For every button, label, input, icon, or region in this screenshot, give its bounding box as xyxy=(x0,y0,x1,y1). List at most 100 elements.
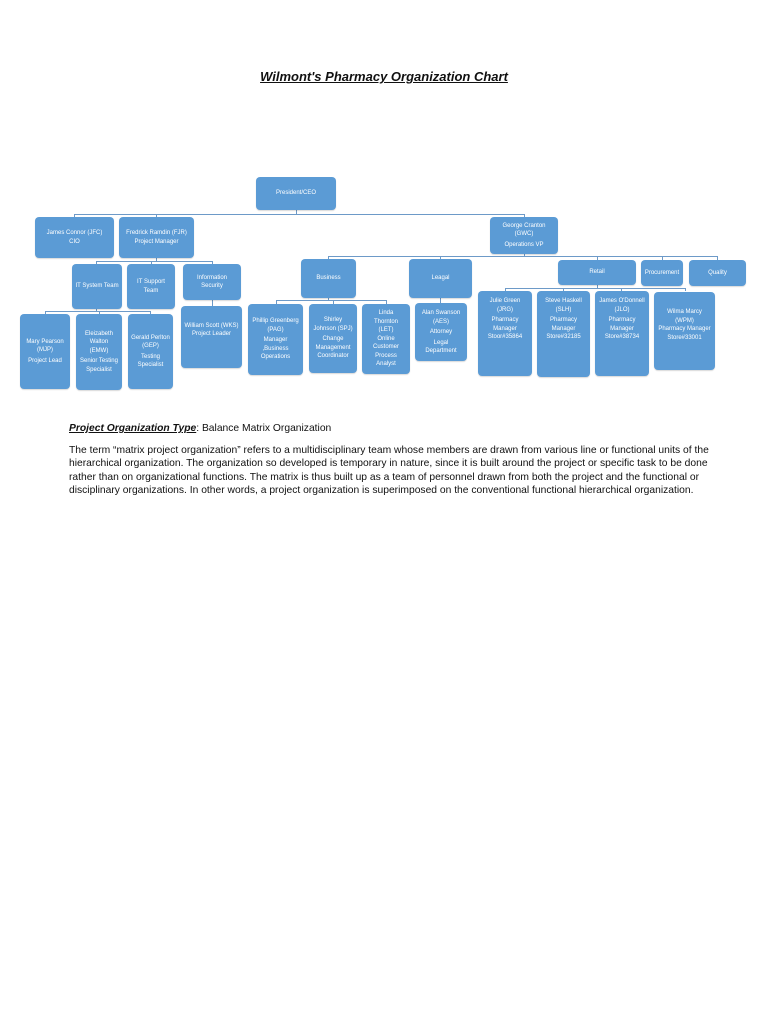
org-box-james-odonnell: James O'Donnell (JLO) Pharmacy Manager S… xyxy=(595,291,649,376)
dept-name: Procurement xyxy=(644,269,680,276)
connector xyxy=(440,298,441,303)
connector xyxy=(276,300,387,301)
person-name: Shirley Johnson (SPJ) xyxy=(313,317,353,332)
connector xyxy=(96,261,213,262)
person-role: Pharmacy Manager xyxy=(549,317,577,332)
person-role: CIO xyxy=(69,238,80,245)
org-box-gerald-perlton: Gerald Perlton (GEP) Testing Specialist xyxy=(128,314,173,389)
person-name: Mary Pearson (MJP) xyxy=(26,338,64,354)
connector xyxy=(296,210,297,215)
connector xyxy=(505,288,506,291)
ceo-title: President/CEO xyxy=(275,190,317,197)
person-role: Project Lead xyxy=(28,357,62,364)
org-box-julie-green: Julie Green (JRG) Pharmacy Manager Stoor… xyxy=(478,291,532,376)
connector xyxy=(563,288,564,291)
dept-name: Quality xyxy=(708,269,727,276)
person-role: Manager ,Business Operations xyxy=(260,337,291,361)
person-name: Fredrick Ramdin (FJR) xyxy=(126,230,187,236)
person-name: William Scott (WKS) xyxy=(184,322,239,329)
dept-name: Retail xyxy=(589,269,605,276)
person-name: Phillip Greenberg (PAG) xyxy=(252,318,299,333)
department-name: Legal Department xyxy=(425,339,457,355)
connector xyxy=(156,214,157,217)
org-box-alan-swanson: Alan Swanson (AES) Attorney Legal Depart… xyxy=(415,303,467,361)
org-box-business: Business xyxy=(301,259,356,298)
org-box-cio: James Connor (JFC) CIO xyxy=(35,217,114,258)
org-chart: President/CEO James Connor (JFC) CIO Fre… xyxy=(0,0,768,400)
person-name: Eleizabeth Walton (EMW) xyxy=(84,330,114,354)
person-role: Pharmacy Manager xyxy=(608,317,636,332)
person-role: Operations VP xyxy=(504,241,544,248)
connector xyxy=(621,288,622,291)
connector xyxy=(662,256,663,260)
team-name: Information Security xyxy=(196,274,227,290)
connector xyxy=(45,311,46,314)
connector xyxy=(685,288,686,291)
org-box-project-manager: Fredrick Ramdin (FJR) Project Manager xyxy=(119,217,194,258)
dept-name: Business xyxy=(316,275,341,282)
person-role: Project Leader xyxy=(191,331,232,337)
org-box-shirley-johnson: Shirley Johnson (SPJ) Change Management … xyxy=(309,304,357,373)
org-box-quality: Quality xyxy=(689,260,746,286)
person-role: Testing Specialist xyxy=(137,353,164,369)
connector xyxy=(328,256,718,257)
project-organization-type-label: Project Organization Type xyxy=(69,423,197,434)
project-organization-type: Project Organization Type: Balance Matri… xyxy=(69,422,709,435)
org-box-phillip-greenberg: Phillip Greenberg (PAG) Manager ,Busines… xyxy=(248,304,303,375)
org-box-procurement: Procurement xyxy=(641,260,683,286)
connector xyxy=(328,256,329,259)
person-name: Julie Green (JRG) xyxy=(489,298,521,313)
project-organization-type-value: : Balance Matrix Organization xyxy=(196,423,332,434)
org-box-operations-vp: George Cranton (GWC) Operations VP xyxy=(490,217,558,254)
person-role: Attorney xyxy=(429,329,453,335)
org-box-mary-pearson: Mary Pearson (MJP) Project Lead xyxy=(20,314,70,389)
connector xyxy=(333,300,334,304)
org-box-steve-haskell: Steve Haskell (SLH) Pharmacy Manager Sto… xyxy=(537,291,590,377)
person-role: Change Management Coordinator xyxy=(315,336,351,360)
connector xyxy=(74,214,75,217)
store-number: Store#32185 xyxy=(546,334,581,340)
store-number: Store#38734 xyxy=(604,334,640,340)
connector xyxy=(276,300,277,304)
connector xyxy=(212,261,213,264)
connector xyxy=(597,285,598,289)
connector xyxy=(328,298,329,301)
connector xyxy=(597,256,598,260)
team-name: IT System Team xyxy=(75,283,119,290)
person-name: Linda Thornton (LET) xyxy=(373,310,398,334)
document-title: Wilmont's Pharmacy Organization Chart xyxy=(260,69,508,84)
connector xyxy=(156,258,157,262)
org-box-legal: Leagal xyxy=(409,259,472,298)
connector xyxy=(45,311,151,312)
connector xyxy=(74,214,525,215)
person-name: George Cranton (GWC) xyxy=(502,222,546,238)
connector xyxy=(99,311,100,314)
connector xyxy=(151,261,152,264)
connector xyxy=(524,253,525,257)
store-number: Store#33001 xyxy=(667,334,702,341)
org-box-linda-thornton: Linda Thornton (LET) Online Customer Pro… xyxy=(362,304,410,374)
connector xyxy=(440,256,441,259)
org-box-information-security: Information Security xyxy=(183,264,241,300)
team-name: IT Support Team xyxy=(137,279,165,294)
person-role: Senior Testing Specialist xyxy=(80,358,118,373)
person-name: James Connor (JFC) xyxy=(46,230,103,236)
org-box-it-support-team: IT Support Team xyxy=(127,264,175,309)
person-name: Alan Swanson (AES) xyxy=(421,310,461,325)
org-box-elizabeth-walton: Eleizabeth Walton (EMW) Senior Testing S… xyxy=(76,314,122,390)
person-name: Gerald Perlton (GEP) xyxy=(131,334,170,350)
project-organization-description: The term “matrix project organization” r… xyxy=(69,445,709,496)
person-role: Online Customer Process Analyst xyxy=(372,335,399,368)
org-box-william-scott: William Scott (WKS) Project Leader xyxy=(181,306,242,368)
org-box-it-system-team: IT System Team xyxy=(72,264,122,309)
connector xyxy=(505,288,686,289)
connector xyxy=(150,311,151,314)
org-box-wilma-marcy: Wilma Marcy (WPM) Pharmacy Manager Store… xyxy=(654,292,715,370)
org-box-retail: Retail xyxy=(558,260,636,285)
person-role: Pharmacy Manager xyxy=(491,317,519,332)
connector xyxy=(717,256,718,260)
store-number: Stoor#35864 xyxy=(487,334,523,340)
org-box-ceo: President/CEO xyxy=(256,177,336,210)
connector xyxy=(96,309,97,312)
person-role: Pharmacy Manager xyxy=(658,326,711,332)
